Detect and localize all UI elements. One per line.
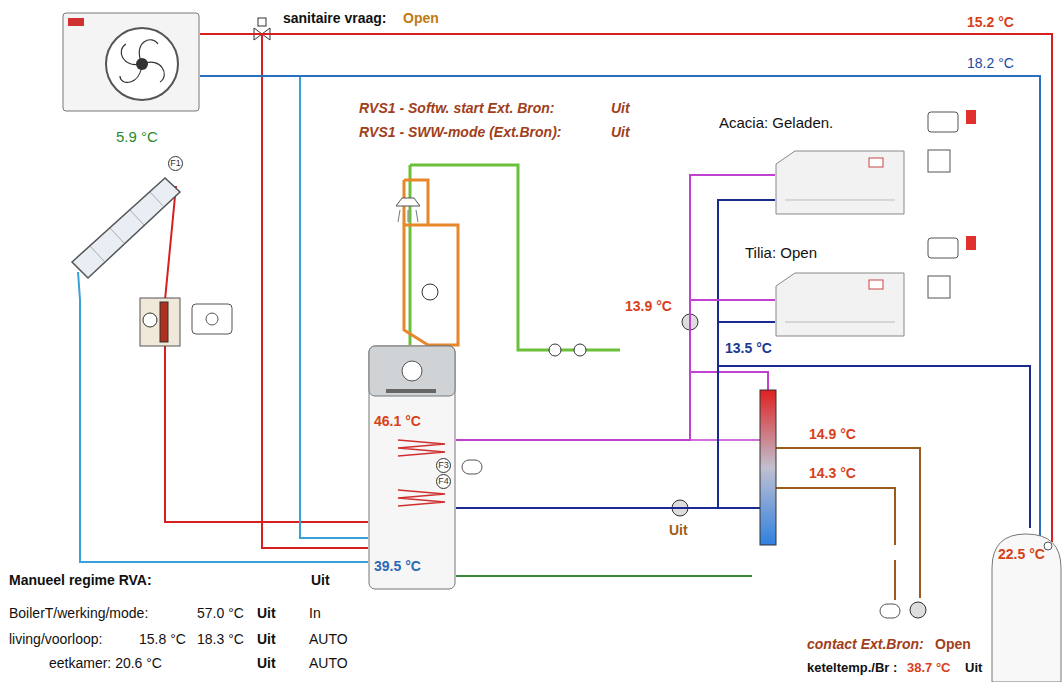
- text-label: Uit: [964, 660, 983, 676]
- pipe-connector: [200, 76, 1040, 536]
- text-label: 18.3 °C: [196, 631, 245, 648]
- fan-coil-unit-outline: [775, 150, 905, 215]
- callout-number: F3: [436, 458, 451, 473]
- fan-coil-unit-outline: [775, 272, 905, 337]
- text-label: 14.3 °C: [808, 465, 857, 482]
- text-label: 13.9 °C: [624, 298, 673, 315]
- text-label: Uit: [610, 124, 631, 141]
- pipe-connector: [200, 34, 1052, 542]
- node-label: 22.5 °C: [998, 546, 1045, 563]
- outdoor-heat-pump-outline: [62, 12, 200, 112]
- text-label: 15.8 °C: [138, 631, 187, 648]
- node-label: 46.1 °C: [374, 413, 421, 430]
- text-label: RVS1 - SWW-mode (Ext.Bron):: [358, 124, 562, 141]
- fan-coil-unit: Tilia: Open: [775, 272, 905, 337]
- text-label: 15.2 °C: [966, 14, 1015, 31]
- text-label: In: [308, 605, 322, 622]
- text-label: AUTO: [308, 655, 349, 672]
- text-label: AUTO: [308, 631, 349, 648]
- text-label: Uit: [610, 100, 631, 117]
- text-label: RVS1 - Softw. start Ext. Bron:: [358, 100, 556, 117]
- text-label: 13.5 °C: [724, 340, 773, 357]
- node-label: Tilia: Open: [745, 244, 817, 262]
- pipe-connector: [456, 200, 775, 508]
- text-label: 38.7 °C: [906, 660, 952, 676]
- text-label: Uit: [310, 572, 331, 589]
- pipe-connector: [456, 175, 775, 440]
- text-label: sanitaire vraag:: [282, 10, 388, 27]
- pipe-connector: [200, 76, 368, 538]
- pipe-connector: [200, 34, 368, 548]
- text-label: Uit: [256, 605, 277, 622]
- text-label: contact Ext.Bron:: [806, 636, 925, 653]
- node-label: 39.5 °C: [374, 558, 421, 575]
- text-label: keteltemp./Br :: [806, 660, 898, 676]
- callout-number: F1: [168, 156, 183, 171]
- text-label: 18.2 °C: [966, 55, 1015, 72]
- node-label: 5.9 °C: [116, 128, 158, 146]
- callout-number: F4: [436, 474, 451, 489]
- text-label: Open: [934, 636, 972, 653]
- text-label: Manueel regime RVA:: [8, 572, 153, 589]
- pipe-connector: [456, 322, 775, 508]
- node-label: Acacia: Geladen.: [719, 114, 833, 132]
- text-label: eetkamer: 20.6 °C: [48, 655, 163, 672]
- outdoor-heat-pump: 5.9 °C: [62, 12, 200, 112]
- text-label: 14.9 °C: [808, 426, 857, 443]
- buffer-tank: 22.5 °C: [990, 528, 1063, 682]
- text-label: Uit: [256, 631, 277, 648]
- fan-coil-unit: Acacia: Geladen.: [775, 150, 905, 215]
- text-label: BoilerT/werking/mode:: [8, 605, 149, 622]
- text-label: Open: [402, 10, 440, 27]
- text-label: Uit: [668, 522, 689, 539]
- text-label: living/voorloop:: [8, 631, 103, 648]
- text-label: Uit: [256, 655, 277, 672]
- text-label: 57.0 °C: [196, 605, 245, 622]
